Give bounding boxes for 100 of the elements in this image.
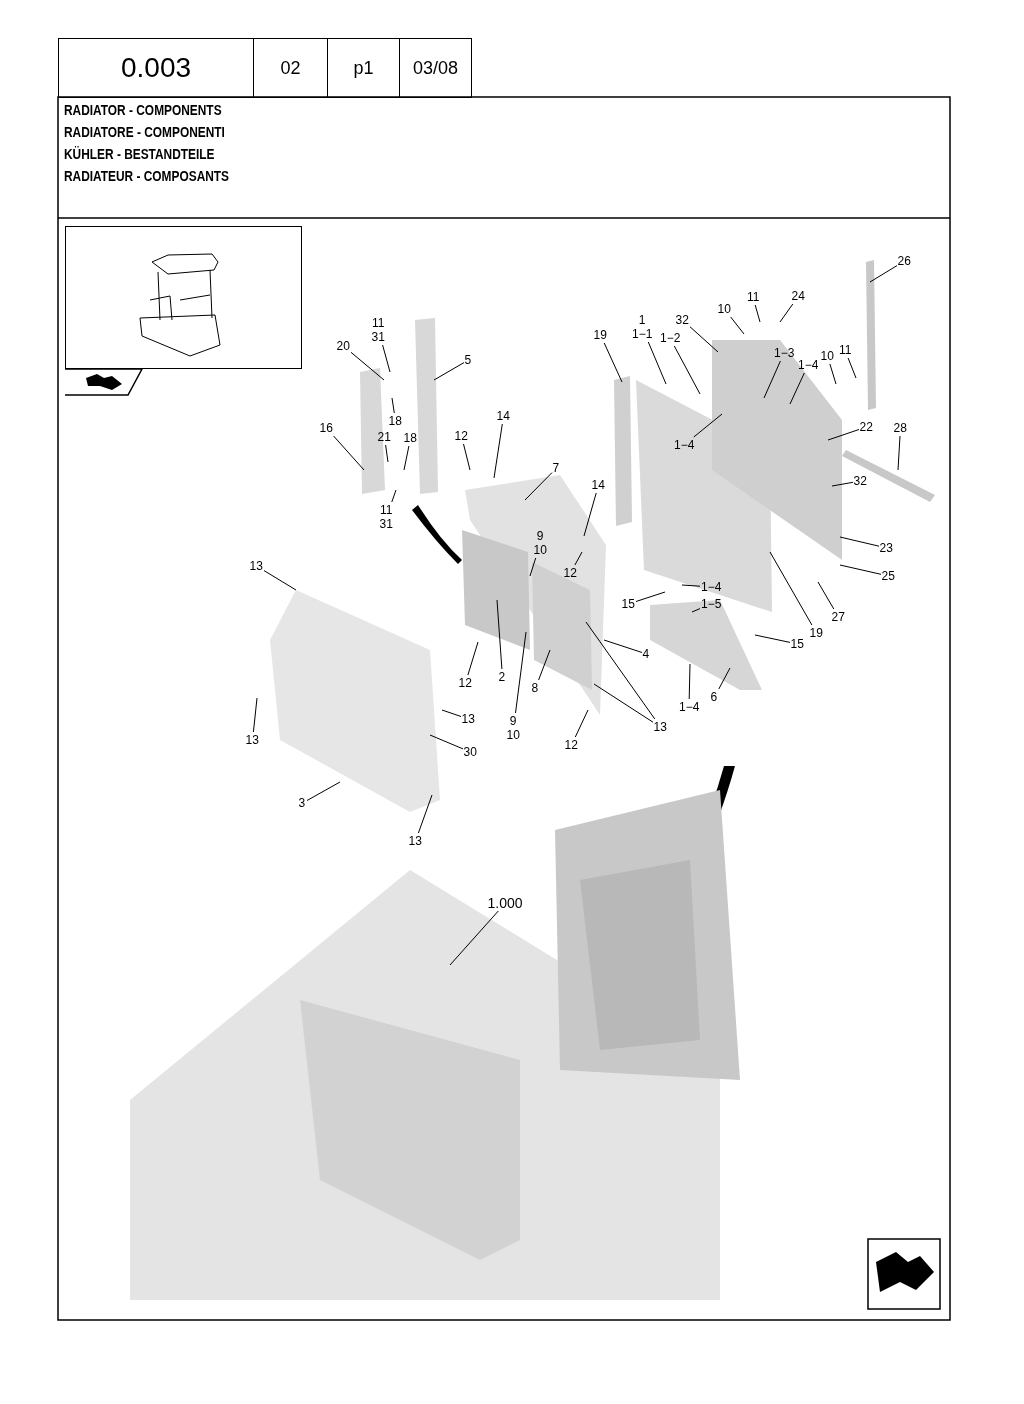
callout-number: 22 <box>859 420 873 434</box>
header-cell: p1 <box>327 38 400 98</box>
callout-number: 10 <box>717 302 731 316</box>
callout-number: 1−3 <box>774 346 795 360</box>
callout-number: 13 <box>653 720 667 734</box>
leader-line <box>635 591 666 602</box>
callout-number: 1 1−1 <box>632 313 653 341</box>
callout-number: 9 10 <box>506 714 520 742</box>
leader-line <box>779 303 794 323</box>
callout-number: 24 <box>791 289 805 303</box>
leader-line <box>839 536 880 547</box>
callout-number: 10 <box>820 349 834 363</box>
leader-line <box>441 709 462 717</box>
leader-line <box>382 344 391 373</box>
leader-line <box>847 357 857 379</box>
leader-line <box>252 697 258 733</box>
title-text: KÜHLER - BESTANDTEILE <box>64 146 215 162</box>
leader-line <box>585 621 656 720</box>
leader-line <box>529 557 537 577</box>
leader-line <box>754 634 791 643</box>
leader-line <box>263 570 297 591</box>
callout-number: 16 <box>319 421 333 435</box>
callout-number: 12 <box>564 738 578 752</box>
callout-number: 1−5 <box>701 597 722 611</box>
callout-number: 18 <box>403 431 417 445</box>
callout-number: 30 <box>463 745 477 759</box>
leader-line <box>538 649 551 681</box>
title-text: RADIATORE - COMPONENTI <box>64 124 225 140</box>
callout-number: 32 <box>675 313 689 327</box>
leader-line <box>681 584 701 587</box>
callout-number: 15 <box>790 637 804 651</box>
leader-line <box>333 435 365 471</box>
callout-number: 11 <box>839 343 852 357</box>
callout-number: 5 <box>464 353 472 367</box>
header-cell: 02 <box>253 38 328 98</box>
callout-number: 14 <box>591 478 605 492</box>
leader-line <box>831 481 854 487</box>
callout-number: 13 <box>249 559 263 573</box>
callout-number: 2 <box>498 670 506 684</box>
callout-number: 4 <box>642 647 650 661</box>
callout-number: 1−4 <box>679 700 700 714</box>
leader-line <box>789 372 805 405</box>
header-cell: 03/08 <box>399 38 472 98</box>
leader-line <box>403 445 410 471</box>
leader-line <box>769 551 813 626</box>
leader-line <box>463 443 471 471</box>
leader-line <box>306 781 341 801</box>
callout-number: 27 <box>831 610 845 624</box>
leader-line <box>593 683 654 723</box>
title-text: RADIATOR - COMPONENTS <box>64 102 222 118</box>
callout-number: 13 <box>408 834 422 848</box>
callout-number: 1.000 <box>487 896 523 910</box>
callout-number: 7 <box>552 461 560 475</box>
callout-number: 20 <box>336 339 350 353</box>
leader-line <box>754 304 761 323</box>
callout-number: 19 <box>809 626 823 640</box>
callout-number: 3 <box>298 796 306 810</box>
callout-number: 21 <box>377 430 391 444</box>
leader-line <box>385 444 389 463</box>
leader-line <box>350 351 385 381</box>
leader-line <box>391 489 397 503</box>
callout-number: 1−4 <box>674 438 695 452</box>
leader-line <box>817 581 835 610</box>
leader-line <box>433 362 465 381</box>
callout-number: 1−4 <box>701 580 722 594</box>
leader-line <box>524 472 553 501</box>
leader-line <box>496 599 503 670</box>
leader-line <box>647 341 667 385</box>
leader-line <box>869 265 898 283</box>
leader-line <box>429 734 464 750</box>
leader-line <box>827 429 860 441</box>
leader-line <box>829 363 837 385</box>
callout-number: 23 <box>879 541 893 555</box>
callout-number: 26 <box>897 254 911 268</box>
callout-number: 14 <box>496 409 510 423</box>
leader-line <box>391 397 395 414</box>
callout-number: 11 <box>747 290 760 304</box>
header-cell: 0.003 <box>58 38 254 98</box>
callout-number: 25 <box>881 569 895 583</box>
leader-line <box>467 641 479 676</box>
leader-line <box>897 435 901 471</box>
leader-line <box>689 326 719 353</box>
callout-number: 18 <box>388 414 402 428</box>
callout-number: 12 <box>563 566 577 580</box>
callout-number: 13 <box>245 733 259 747</box>
callout-number: 1−2 <box>660 331 681 345</box>
callout-number: 19 <box>593 328 607 342</box>
callout-number: 11 31 <box>371 316 385 344</box>
callout-number: 11 31 <box>379 503 393 531</box>
leader-line <box>718 667 731 690</box>
leader-line <box>574 709 589 738</box>
leader-line <box>688 663 691 700</box>
callout-number: 6 <box>710 690 718 704</box>
leader-line <box>693 413 723 438</box>
leader-line <box>763 360 781 399</box>
title-text: RADIATEUR - COMPOSANTS <box>64 168 230 184</box>
leader-line <box>583 492 597 537</box>
callout-number: 13 <box>461 712 475 726</box>
leader-line <box>515 631 527 714</box>
callout-number: 15 <box>621 597 635 611</box>
